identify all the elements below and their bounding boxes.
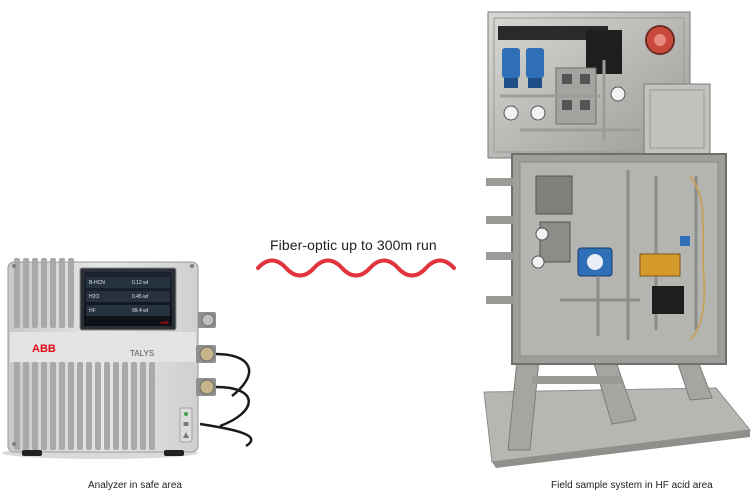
analyzer-abb-logo: ABB bbox=[32, 343, 56, 355]
junction-box bbox=[643, 83, 711, 155]
pressure-gauge bbox=[531, 255, 545, 269]
fiber-cable bbox=[215, 385, 250, 428]
network-icon bbox=[183, 422, 189, 426]
pressure-gauge bbox=[535, 227, 549, 241]
heatsink-bottom bbox=[14, 362, 155, 450]
blue-filter bbox=[526, 48, 544, 88]
analyzer-photo: ABB TALYS B-HCN 0.12 wt H2O 0.45 wt HF 9… bbox=[2, 258, 253, 459]
blue-filter bbox=[502, 48, 520, 88]
fiber-connector bbox=[198, 312, 216, 328]
heatsink-top bbox=[14, 258, 74, 328]
warning-icon bbox=[183, 432, 189, 438]
display-rows: B-HCN 0.12 wt H2O 0.45 wt HF 99.4 wt bbox=[86, 277, 170, 316]
status-led-icon bbox=[184, 412, 188, 416]
display-row-name: H2O bbox=[89, 294, 99, 300]
display-row-name: HF bbox=[89, 308, 96, 314]
pressure-gauge bbox=[530, 105, 546, 121]
fiber-connector bbox=[196, 345, 216, 363]
fiber-cable bbox=[215, 352, 251, 397]
pressure-gauge bbox=[610, 86, 626, 102]
sample-system-caption: Field sample system in HF acid area bbox=[551, 480, 713, 491]
yellow-cell bbox=[639, 253, 681, 277]
display-row-name: B-HCN bbox=[89, 280, 105, 286]
fiber-connector bbox=[196, 378, 216, 396]
fiber-wave-line bbox=[256, 258, 456, 278]
analyzer-model-label: TALYS bbox=[130, 349, 154, 358]
analyzer-caption: Analyzer in safe area bbox=[88, 480, 182, 491]
fiber-optic-label: Fiber-optic up to 300m run bbox=[270, 237, 437, 253]
fiber-cable bbox=[199, 422, 253, 448]
sample-system-photo bbox=[483, 11, 751, 468]
display-row-value: 0.45 wt bbox=[132, 294, 149, 300]
display-row-value: 99.4 wt bbox=[132, 308, 149, 314]
display-abb-logo: ABB bbox=[160, 320, 169, 325]
pressure-gauge bbox=[503, 105, 519, 121]
display-row-value: 0.12 wt bbox=[132, 280, 149, 286]
